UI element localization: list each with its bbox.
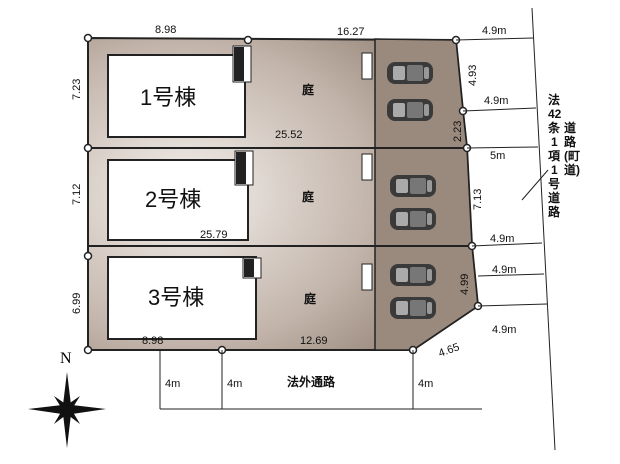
road-dim-2: 4.9m: [484, 95, 508, 107]
road-dimension-lines: [159, 7, 556, 451]
svg-text:1: 1: [551, 135, 558, 149]
house-3: [107, 256, 257, 340]
dim-top-right: 16.27: [337, 26, 365, 38]
house-label-3: 3号棟: [148, 285, 204, 310]
svg-text:道): 道): [564, 162, 580, 177]
dim-mid-2: 25.79: [200, 229, 228, 241]
svg-text:道: 道: [564, 120, 576, 135]
svg-text:路: 路: [548, 204, 561, 219]
road-dim-3: 5m: [490, 150, 505, 162]
svg-text:路: 路: [564, 134, 577, 149]
dim-left-2: 7.12: [71, 184, 83, 205]
garden-label-2: 庭: [302, 189, 314, 204]
south-dim-2: 4m: [227, 378, 242, 390]
south-dim-3: 4m: [418, 378, 433, 390]
house-1: [107, 54, 246, 138]
road-dim-1: 4.9m: [482, 25, 506, 37]
dim-bottom-right: 12.69: [300, 335, 328, 347]
road-dim-5: 4.9m: [492, 264, 516, 276]
east-road-label: 法42 条1 項1 号道 路 道路 (町道): [547, 92, 580, 219]
road-dim-6: 4.9m: [492, 324, 516, 336]
stairs-icon: [232, 45, 373, 291]
svg-text:42: 42: [548, 107, 562, 121]
svg-text:条: 条: [547, 120, 561, 135]
svg-text:(町: (町: [564, 149, 580, 163]
svg-text:1: 1: [551, 163, 558, 177]
dim-mid-1: 25.52: [275, 129, 303, 141]
house-2: [107, 159, 249, 241]
svg-text:号: 号: [548, 176, 560, 191]
south-road-label: 法外通路: [287, 374, 336, 389]
dim-right-2: 2.23: [452, 121, 464, 142]
garden-label-1: 庭: [302, 82, 314, 97]
house-label-1: 1号棟: [140, 85, 196, 110]
dim-top-left: 8.98: [155, 24, 176, 36]
compass-north-label: N: [60, 350, 72, 367]
dim-bottom-left: 8.98: [142, 335, 163, 347]
road-dim-4: 4.9m: [490, 233, 514, 245]
garden-label-3: 庭: [304, 291, 316, 306]
dim-left-1: 7.23: [71, 79, 83, 100]
car-icon: [387, 62, 436, 319]
compass-icon: [28, 372, 106, 448]
dim-right-4: 4.99: [459, 274, 471, 295]
svg-text:項: 項: [548, 149, 561, 163]
dim-right-1: 4.93: [467, 65, 479, 86]
svg-text:道: 道: [548, 190, 560, 205]
dim-left-3: 6.99: [71, 293, 83, 314]
south-dim-1: 4m: [165, 378, 180, 390]
dim-right-3: 7.13: [472, 189, 484, 210]
svg-text:法: 法: [548, 92, 560, 107]
dim-corner: 4.65: [437, 341, 461, 360]
house-label-2: 2号棟: [145, 187, 201, 212]
